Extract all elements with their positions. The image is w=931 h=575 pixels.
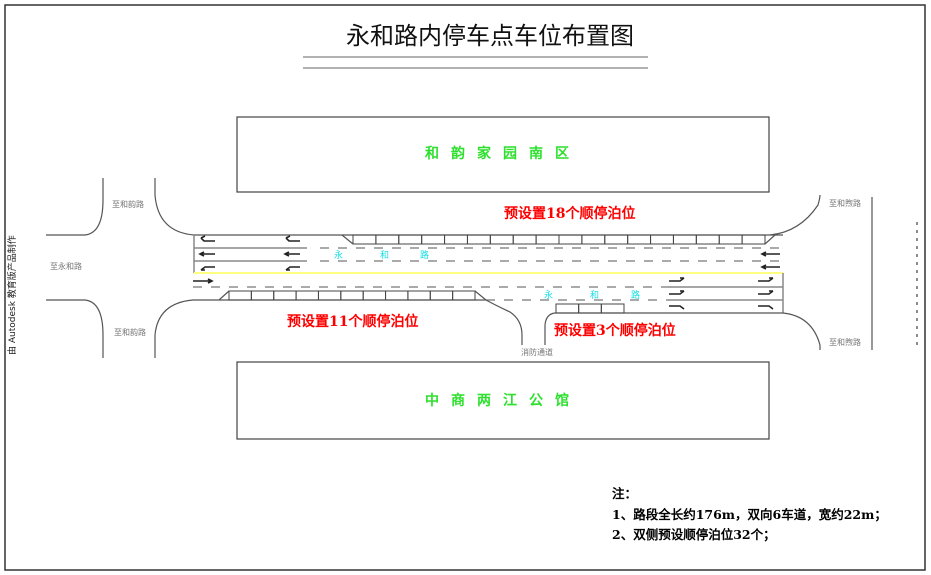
parking-stall: [555, 303, 580, 314]
parking-stall: [429, 290, 454, 301]
note-item: 1、路段全长约176m，双向6车道，宽约22m；: [612, 507, 887, 522]
fire-lane-east-curb: [544, 312, 556, 345]
parking-stall: [627, 234, 652, 245]
parking-stall: [421, 234, 446, 245]
drawing-frame: [4, 4, 926, 571]
parking-stall: [295, 290, 319, 301]
south-building: [236, 361, 770, 440]
road-label-hexu-north: 至和煦路: [829, 198, 861, 208]
south-east-curb: [782, 312, 821, 350]
left-turn-arrow: [285, 235, 300, 242]
parking-stall: [581, 234, 606, 245]
parking-stall: [385, 290, 409, 301]
parking-stall: [362, 290, 387, 301]
north-east-curb: [769, 194, 821, 236]
eastbound-straight-arrow: [193, 278, 214, 284]
straight-arrow: [760, 264, 780, 270]
road-label-heyun-north: 至和韵路: [112, 199, 144, 209]
road-label-heyun-south: 至和韵路: [114, 327, 146, 337]
parking-stall: [604, 234, 629, 245]
parking-stall: [317, 290, 342, 301]
parking-stall: [466, 234, 491, 245]
south-west-curb: [193, 299, 523, 345]
parking-stall: [489, 234, 514, 245]
notes-heading: 注：: [612, 486, 637, 501]
parking-stall: [352, 234, 377, 245]
road-label-hexu-south: 至和煦路: [829, 337, 861, 347]
road-name-char: 永: [334, 249, 343, 261]
south-west-parking-label: 预设置11个顺停泊位: [287, 313, 418, 330]
note-item: 2、双侧预设顺停泊位32个；: [612, 527, 776, 542]
parking-stall: [600, 303, 625, 314]
parking-stall: [273, 290, 297, 301]
north-building-label: 和韵家园南区: [425, 145, 581, 162]
drawing-title: 永和路内停车点车位布置图: [346, 22, 634, 50]
parking-stall: [558, 234, 583, 245]
road-name-char: 路: [420, 249, 429, 261]
parking-stall: [650, 234, 674, 245]
south-building-label: 中商两江公馆: [425, 392, 581, 409]
parking-stall: [250, 290, 275, 301]
north-parking-row: [352, 234, 766, 245]
parking-stall: [340, 290, 364, 301]
lane-arrows: [193, 235, 780, 310]
parking-stall: [535, 234, 560, 245]
road-name-char: 永: [544, 289, 553, 301]
parking-stall: [578, 303, 602, 314]
parking-stall: [512, 234, 537, 245]
straight-arrow: [198, 251, 215, 257]
parking-stall: [375, 234, 400, 245]
road-label-yonghe: 至永和路: [50, 261, 82, 271]
north-building: [236, 116, 770, 193]
right-turn-arrow: [200, 266, 215, 271]
north-parking-label: 预设置18个顺停泊位: [504, 205, 635, 222]
left-turn-arrow: [200, 235, 215, 242]
straight-arrow: [760, 251, 780, 257]
parking-stall: [741, 234, 766, 245]
parking-stall: [228, 290, 252, 301]
south-east-parking-row: [555, 303, 625, 314]
parking-stall: [452, 290, 476, 301]
parking-stall: [718, 234, 743, 245]
parking-stall: [407, 290, 431, 301]
parking-stall: [398, 234, 423, 245]
watermark: 由 Autodesk 教育版产品制作: [6, 235, 18, 355]
parking-stall: [672, 234, 697, 245]
road-name-char: 和: [590, 290, 599, 301]
straight-arrow: [283, 251, 300, 257]
fire-lane-label: 消防通道: [521, 347, 553, 357]
parking-stall: [695, 234, 720, 245]
south-west-parking-row: [228, 290, 476, 301]
right-turn-arrow: [285, 266, 300, 271]
road-name-char: 和: [380, 250, 389, 261]
parking-stall: [444, 234, 468, 245]
road-name-char: 路: [631, 289, 640, 301]
west-intersection: [46, 178, 195, 358]
south-east-parking-label: 预设置3个顺停泊位: [554, 322, 676, 339]
